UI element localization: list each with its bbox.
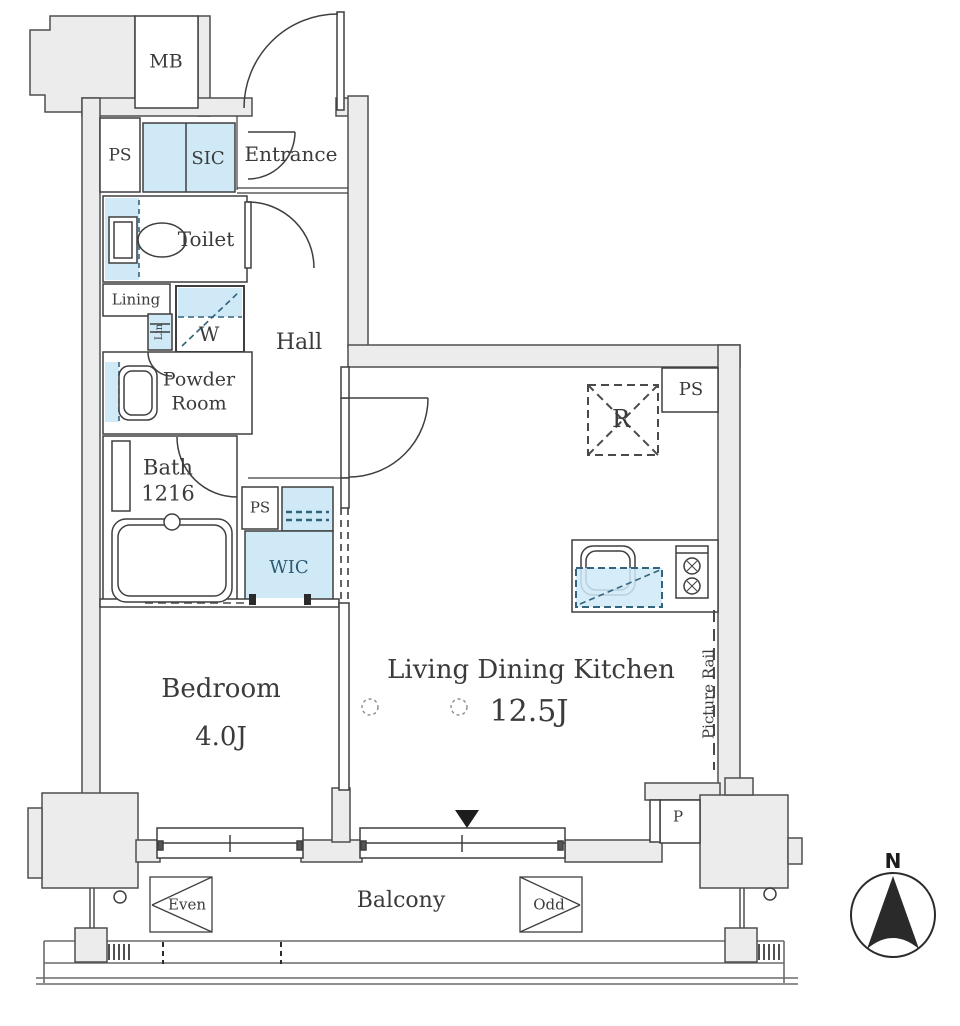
mb-box xyxy=(134,15,199,109)
entrance-step xyxy=(236,116,348,479)
window-marker-triangle xyxy=(455,810,479,828)
label-picture-rail: Picture Rail xyxy=(699,649,718,739)
toilet-door-leaf xyxy=(244,201,252,269)
bath-shelf xyxy=(111,440,131,512)
dashed-partitions xyxy=(145,508,349,604)
hall-ldk-door-frame xyxy=(340,397,350,479)
entrance-right-wall xyxy=(347,95,369,348)
label-ps-kitchen: PS xyxy=(678,379,704,400)
powder-blue-strip xyxy=(105,362,119,422)
label-lin: Lin xyxy=(154,323,165,341)
label-sic: SIC xyxy=(191,148,225,169)
label-odd: Odd xyxy=(533,895,565,914)
entrance-outer-door-leaf xyxy=(336,11,345,111)
label-fridge: R xyxy=(611,405,631,433)
pillar-bottom-right-step xyxy=(787,837,803,865)
label-balcony: Balcony xyxy=(356,888,446,913)
ps-mid-box xyxy=(241,486,279,530)
ps-top-box xyxy=(99,117,141,193)
compass-icon xyxy=(850,872,936,958)
odd-marker xyxy=(519,876,583,933)
powder-door-arc xyxy=(147,351,173,377)
windows xyxy=(156,827,566,859)
label-ldk: Living Dining Kitchen xyxy=(387,655,675,685)
toilet-bowl xyxy=(137,222,187,258)
label-even: Even xyxy=(168,895,206,914)
left-exterior-wall xyxy=(81,97,101,796)
pillar-bottom-right xyxy=(699,794,789,889)
refrigerator-space xyxy=(587,384,659,456)
ceiling-symbols xyxy=(361,698,468,716)
label-entrance: Entrance xyxy=(244,142,338,166)
bath-faucet xyxy=(163,513,181,531)
vent-grilles xyxy=(108,944,780,960)
balcony-circles xyxy=(113,887,777,904)
window-pier xyxy=(300,839,363,863)
label-ps-top: PS xyxy=(108,145,132,166)
label-ldk-size: 12.5J xyxy=(489,694,569,729)
ps-kitchen-box xyxy=(661,367,719,413)
label-north: N xyxy=(884,849,902,873)
doors xyxy=(147,11,429,498)
label-bath-size: 1216 xyxy=(141,481,195,506)
bath-door-arc xyxy=(176,436,238,498)
even-marker xyxy=(149,876,213,933)
bedroom-ldk-partition xyxy=(338,602,350,791)
wic-room xyxy=(244,530,334,604)
entrance-inner-door-arc xyxy=(247,131,296,180)
label-mb: MB xyxy=(149,50,183,73)
hall-ldk-door-arc xyxy=(348,397,429,478)
pillar-bottom-left-step xyxy=(27,807,43,879)
compass-needle xyxy=(867,876,919,949)
label-pipe: P xyxy=(672,807,684,826)
label-powder-1: Powder xyxy=(162,368,236,391)
kitchen-sink-shading xyxy=(575,567,663,608)
pipe-side-wall xyxy=(649,799,661,843)
label-ps-mid: PS xyxy=(249,498,271,517)
duct-box xyxy=(281,486,334,532)
toilet-door-arc xyxy=(247,201,315,269)
balcony-posts xyxy=(74,888,758,963)
balcony-structure xyxy=(36,940,798,985)
lining-box xyxy=(102,283,171,317)
label-toilet: Toilet xyxy=(177,227,235,251)
label-hall: Hall xyxy=(275,330,323,355)
label-wic: WIC xyxy=(269,557,309,578)
partition-stub xyxy=(331,787,351,843)
label-washer: W xyxy=(198,322,220,346)
sic-cabinet xyxy=(142,122,236,193)
label-bedroom: Bedroom xyxy=(161,674,281,704)
label-bath: Bath xyxy=(143,455,193,480)
pipe-box xyxy=(659,799,701,844)
pillar-bottom-right-stub xyxy=(724,777,754,796)
label-lining: Lining xyxy=(111,290,161,309)
exterior-walls xyxy=(27,15,803,889)
right-exterior-wall xyxy=(717,344,741,798)
ldk-top-wall xyxy=(347,344,741,368)
label-powder-2: Room xyxy=(171,392,227,415)
pillar-bottom-left xyxy=(41,792,139,889)
entrance-outer-door-arc xyxy=(243,13,339,109)
wic-door xyxy=(249,594,311,605)
washer-blue xyxy=(178,288,242,317)
ldk-south-wall xyxy=(564,839,663,863)
label-bedroom-size: 4.0J xyxy=(195,722,247,752)
